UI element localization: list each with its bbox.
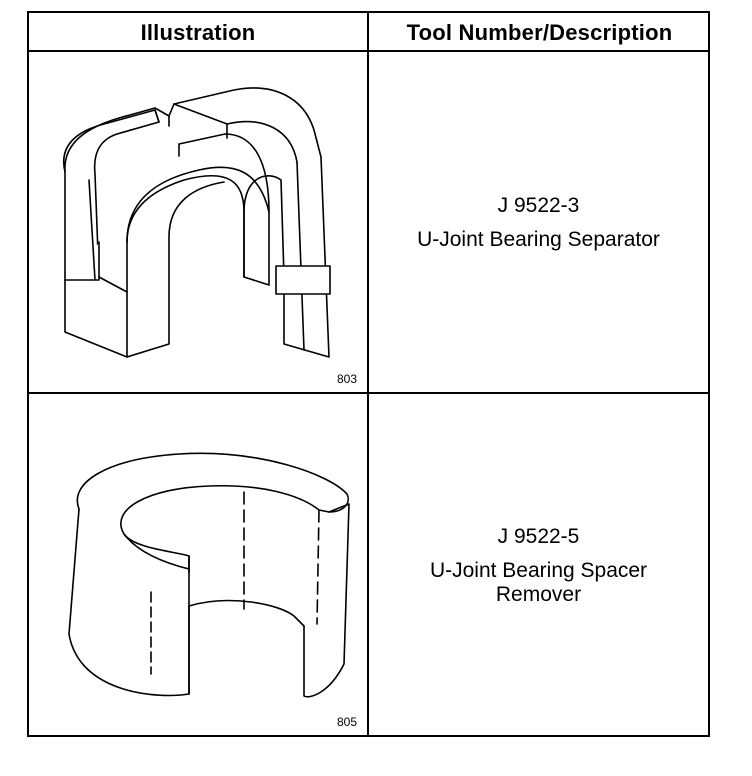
row-divider — [29, 392, 708, 394]
tool-table: Illustration Tool Number/Description — [27, 11, 710, 737]
table-row-2-illustration: 805 — [29, 394, 367, 735]
table-row-1-description: J 9522-3 U-Joint Bearing Separator — [369, 52, 708, 392]
table-row-2-description: J 9522-5 U-Joint Bearing Spacer Remover — [369, 394, 708, 735]
tool-number: J 9522-5 — [497, 524, 580, 548]
header-divider — [29, 50, 708, 52]
column-divider — [367, 13, 369, 735]
u-joint-bearing-spacer-remover-icon — [68, 452, 350, 698]
table-row-1-illustration: 803 — [29, 52, 367, 392]
u-joint-bearing-separator-icon — [62, 87, 331, 358]
header-illustration: Illustration — [140, 19, 256, 45]
tool-name: U-Joint Bearing Spacer Remover — [429, 558, 648, 606]
tool-number: J 9522-3 — [497, 194, 580, 217]
tool-name: U-Joint Bearing Separator — [417, 228, 660, 251]
figure-number: 803 — [336, 372, 357, 386]
header-tool-description: Tool Number/Description — [406, 19, 673, 45]
figure-number: 805 — [336, 715, 357, 729]
